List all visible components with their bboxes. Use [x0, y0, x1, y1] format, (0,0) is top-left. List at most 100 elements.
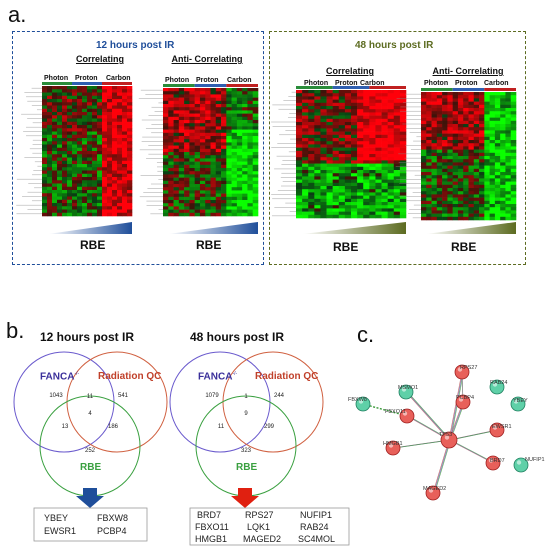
heatmap-cell — [184, 209, 190, 214]
heatmap-cell — [52, 121, 58, 126]
heatmap-cell — [338, 147, 346, 152]
heatmap-cell — [231, 174, 238, 178]
heatmap-cell — [332, 173, 340, 177]
heatmap-cell — [510, 140, 517, 144]
heatmap-cell — [205, 116, 211, 121]
heatmap-cell — [67, 115, 73, 119]
heatmap-cell — [163, 152, 169, 156]
heatmap-cell — [210, 126, 217, 130]
col-photon-48h-b: Photon — [424, 80, 449, 87]
heatmap-cell — [357, 93, 364, 97]
heatmap-cell — [184, 187, 190, 191]
heatmap-cell — [210, 168, 217, 172]
heatmap-cell — [82, 134, 88, 139]
heatmap-cell — [107, 141, 113, 145]
heatmap-cell — [102, 209, 108, 214]
heatmap-cell — [387, 157, 395, 161]
heatmap-cell — [314, 208, 321, 212]
heatmap-cell — [484, 204, 490, 208]
heatmap-cell — [357, 173, 364, 177]
heatmap-cell — [221, 139, 227, 143]
heatmap-cell — [199, 168, 206, 172]
heatmap-cell — [199, 196, 206, 201]
heatmap-cell — [107, 190, 113, 194]
heatmap-cell — [320, 154, 327, 158]
heatmap-cell — [87, 144, 93, 149]
heatmap-cell — [463, 162, 469, 166]
col-carbon-12h-b: Carbon — [227, 77, 252, 84]
heatmap-cell — [82, 105, 88, 110]
heatmap-cell — [194, 200, 201, 204]
heatmap-cell — [72, 170, 78, 175]
heatmap-cell — [500, 120, 506, 125]
heatmap-cell — [127, 125, 133, 129]
heatmap-cell — [168, 168, 174, 172]
heatmap-cell — [168, 193, 174, 198]
heatmap-cell — [47, 154, 53, 158]
heatmap-cell — [332, 128, 340, 132]
heatmap-cell — [87, 118, 93, 123]
heatmap-cell — [226, 177, 232, 182]
heatmap-cell — [52, 186, 58, 191]
heatmap-cell — [231, 91, 238, 95]
heatmap-cell — [344, 176, 352, 180]
heatmap-cell — [468, 127, 475, 131]
heatmap-cell — [122, 203, 128, 207]
heatmap-cell — [363, 166, 370, 171]
heatmap-cell — [247, 129, 254, 134]
heatmap-cell — [431, 111, 438, 115]
heatmap-cell — [457, 149, 464, 154]
heatmap-cell — [375, 125, 382, 129]
heatmap-cell — [205, 126, 211, 130]
heatmap-cell — [399, 195, 407, 200]
heatmap-cell — [468, 188, 475, 192]
heatmap-cell — [112, 180, 118, 184]
heatmap-cell — [463, 159, 469, 163]
heatmap-cell — [194, 184, 201, 188]
heatmap-cell — [231, 152, 238, 156]
heatmap-cell — [332, 208, 340, 212]
heatmap-cell — [473, 143, 480, 147]
heatmap-cell — [314, 166, 321, 171]
heatmap-cell — [500, 104, 506, 109]
heatmap-cell — [210, 142, 217, 146]
heatmap-cell — [189, 200, 195, 204]
heatmap-cell — [173, 187, 180, 191]
heatmap-cell — [302, 182, 309, 187]
heatmap-cell — [163, 132, 169, 137]
heatmap-cell — [92, 105, 98, 110]
heatmap-cell — [375, 106, 382, 110]
heatmap-cell — [452, 178, 459, 182]
heatmap-cell — [326, 102, 333, 107]
heatmap-cell — [393, 128, 401, 132]
heatmap-cell — [67, 105, 73, 110]
heatmap-cell — [363, 150, 370, 155]
heatmap-cell — [47, 157, 53, 162]
heatmap-cell — [442, 207, 448, 211]
heatmap-cell — [127, 193, 133, 197]
heatmap-cell — [468, 207, 475, 211]
heatmap-cell — [236, 168, 243, 172]
heatmap-cell — [494, 140, 501, 144]
heatmap-cell — [442, 210, 448, 214]
heatmap-cell — [168, 126, 174, 130]
heatmap-cell — [173, 164, 180, 169]
heatmap-cell — [479, 130, 485, 134]
heatmap-cell — [357, 122, 364, 126]
heatmap-cell — [302, 102, 309, 107]
heatmap-cell — [338, 198, 346, 203]
heatmap-cell — [221, 206, 227, 210]
node-label-ewsr1: EWSR1 — [492, 424, 512, 430]
heatmap-cell — [447, 149, 453, 154]
heatmap-cell — [375, 154, 382, 158]
heatmap-cell — [479, 111, 485, 115]
heatmap-cell — [122, 173, 128, 178]
heatmap-cell — [436, 95, 443, 99]
heatmap-cell — [242, 120, 248, 124]
heatmap-cell — [500, 108, 506, 112]
heatmap-cell — [231, 190, 238, 194]
heatmap-cell — [326, 109, 333, 113]
heatmap-cell — [226, 139, 232, 143]
heatmap-cell — [87, 141, 93, 145]
